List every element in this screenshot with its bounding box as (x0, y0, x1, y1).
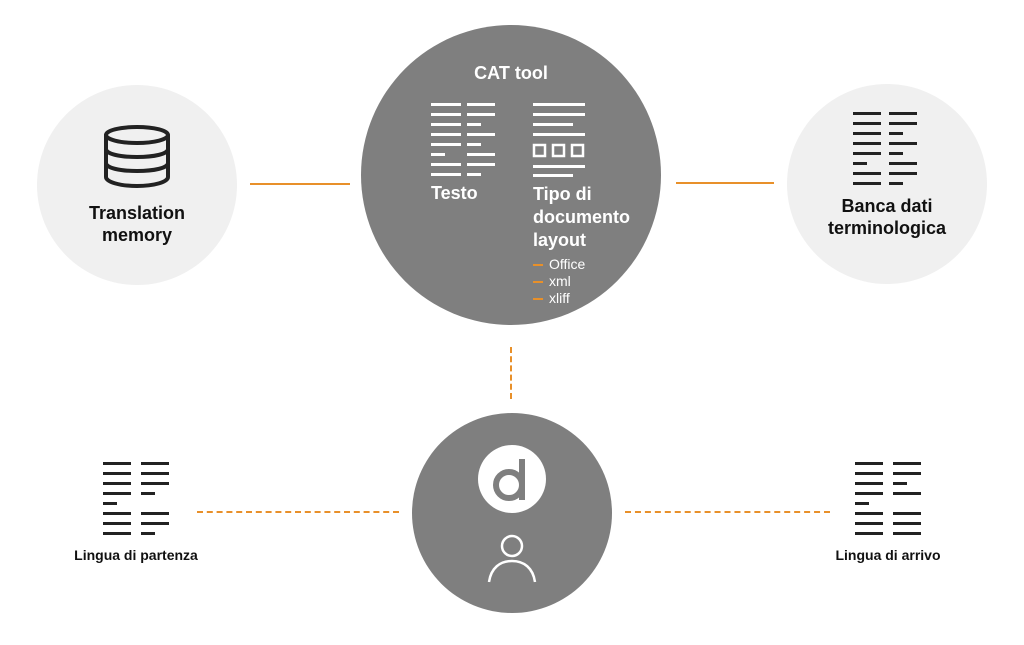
format-item-office: Office (533, 256, 630, 273)
text-columns-icon (103, 462, 169, 535)
format-office: Office (549, 256, 586, 272)
banca-dati-node: Banca dati terminologica (787, 84, 987, 284)
translator-node (412, 413, 612, 613)
connector-cat-banca (676, 182, 774, 184)
source-language-label: Lingua di partenza (74, 547, 198, 563)
format-xliff: xliff (549, 290, 570, 306)
translation-memory-label-line1: Translation (88, 203, 186, 223)
connector-tm-cat (250, 183, 350, 185)
d-logo-icon (478, 445, 546, 513)
text-columns-icon (855, 462, 921, 535)
translation-memory-label-line2: memory (101, 224, 173, 245)
cat-tool-title: CAT tool (474, 63, 548, 83)
cat-tool-node: CAT tool (361, 25, 661, 325)
target-language-label: Lingua di arrivo (835, 547, 941, 563)
document-layout-icon (532, 103, 585, 177)
tipo-line3: layout (533, 230, 587, 250)
banca-dati-label: Banca dati terminologica (787, 196, 987, 239)
banca-dati-label-line2: terminologica (827, 217, 947, 238)
dash-bullet (533, 263, 543, 266)
format-item-xliff: xliff (533, 290, 630, 307)
format-item-xml: xml (533, 273, 630, 290)
connector-cat-translator (510, 347, 512, 399)
translation-memory-label: Translation memory (37, 203, 237, 246)
connector-source-translator (197, 511, 399, 513)
text-columns-icon (431, 103, 495, 176)
database-icon (104, 125, 170, 189)
banca-dati-label-line1: Banca dati (841, 196, 933, 216)
dash-bullet (533, 280, 543, 283)
tipo-line1: Tipo di (533, 184, 592, 204)
cat-tool-tipo-label: Tipo di documento layout Office xml xlif… (533, 183, 630, 307)
format-xml: xml (549, 273, 571, 289)
dash-bullet (533, 297, 543, 300)
person-icon (487, 534, 537, 583)
tipo-line2: documento (533, 207, 630, 227)
cat-tool-testo-label: Testo (431, 183, 478, 203)
connector-translator-target (625, 511, 830, 513)
text-columns-icon (853, 112, 917, 185)
translation-memory-node: Translation memory (37, 85, 237, 285)
